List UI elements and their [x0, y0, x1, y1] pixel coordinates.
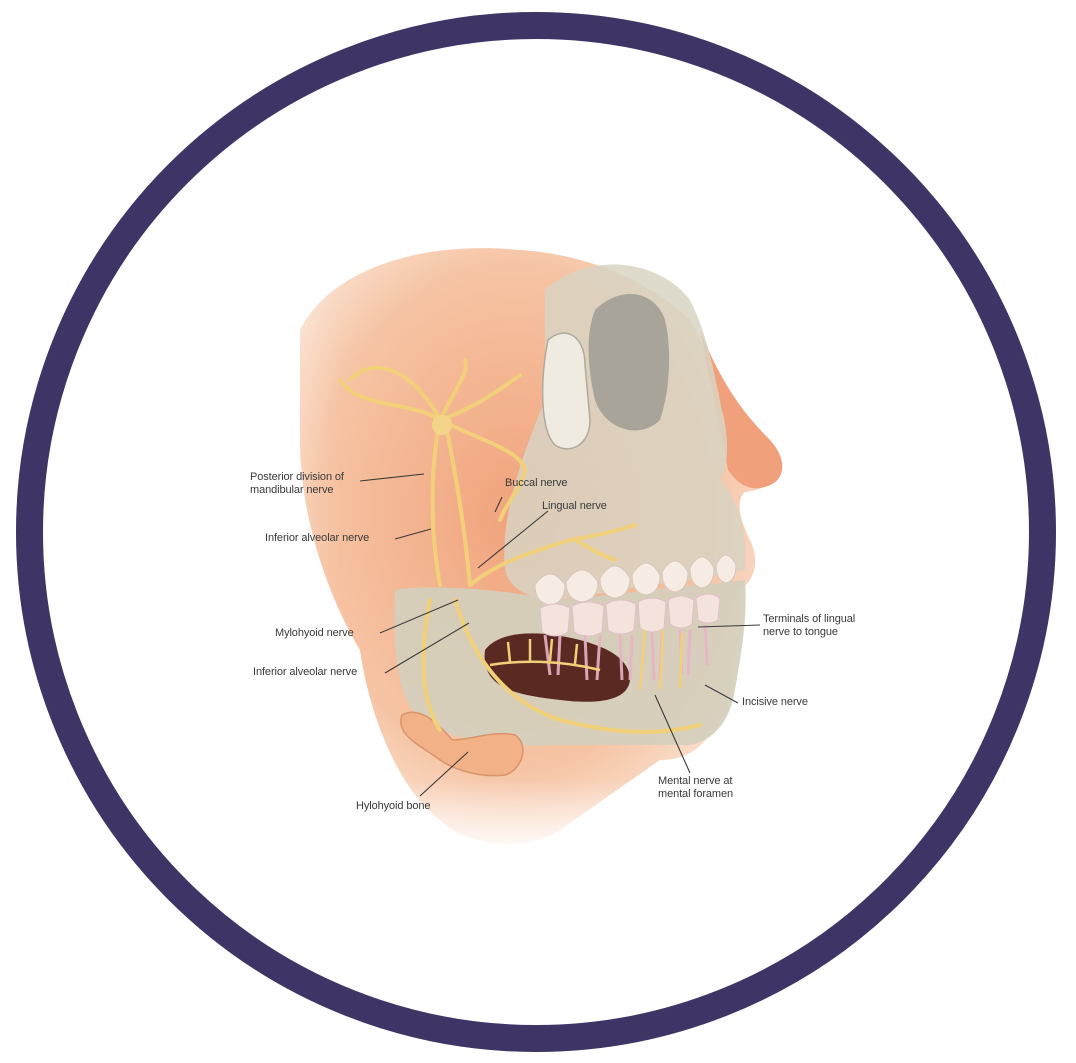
label-inferior-alveolar-lower: Inferior alveolar nerve: [253, 666, 357, 679]
label-hyoid-bone: Hylohyoid bone: [356, 800, 430, 813]
label-buccal-nerve: Buccal nerve: [505, 477, 567, 490]
label-incisive-nerve: Incisive nerve: [742, 696, 808, 709]
orbit: [589, 294, 670, 430]
label-terminals-lingual: Terminals of lingual nerve to tongue: [763, 613, 855, 639]
label-inferior-alveolar-upper: Inferior alveolar nerve: [265, 532, 369, 545]
label-mental-nerve: Mental nerve at mental foramen: [658, 775, 733, 801]
label-mylohyoid-nerve: Mylohyoid nerve: [275, 627, 354, 640]
label-lingual-nerve: Lingual nerve: [542, 500, 607, 513]
label-posterior-division: Posterior division of mandibular nerve: [250, 471, 344, 497]
zygomatic: [543, 333, 590, 449]
nerve-ganglion: [432, 415, 452, 435]
